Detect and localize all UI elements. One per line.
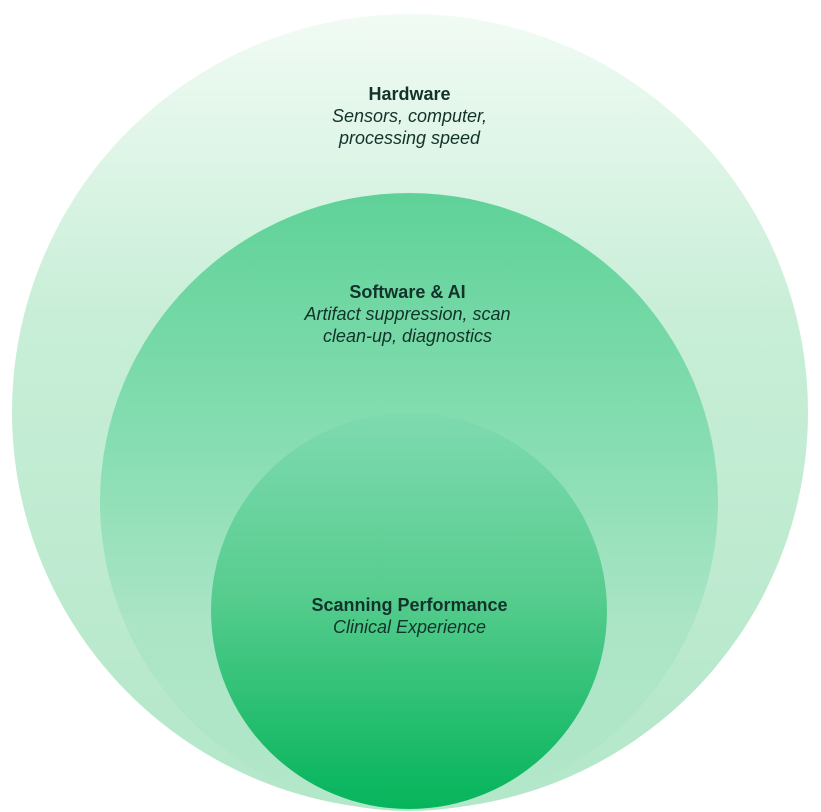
scanning-performance-circle (211, 413, 607, 809)
software-ai-title: Software & AI (349, 282, 466, 302)
software-ai-subtitle: Artifact suppression, scan clean-up, dia… (304, 304, 511, 346)
scanning-performance-label: Scanning Performance Clinical Experience (0, 594, 820, 638)
hardware-label: Hardware Sensors, computer, processing s… (0, 83, 820, 149)
hardware-title: Hardware (368, 84, 451, 104)
scanning-performance-subtitle: Clinical Experience (332, 617, 487, 637)
hardware-subtitle: Sensors, computer, processing speed (331, 106, 488, 148)
software-ai-label: Software & AI Artifact suppression, scan… (0, 281, 818, 347)
scanning-performance-title: Scanning Performance (311, 595, 508, 615)
